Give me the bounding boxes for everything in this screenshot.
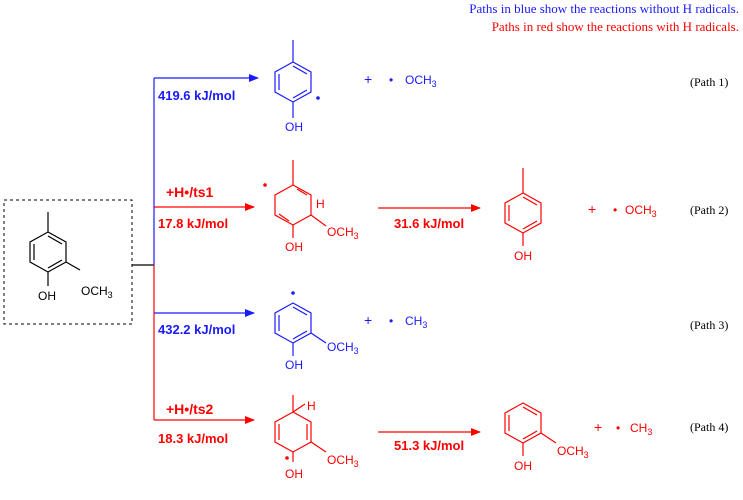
path-2-product-hydroxyl: OH <box>514 249 532 263</box>
path-3-radical-dot <box>291 291 295 295</box>
path-4-product-hydroxyl: OH <box>514 459 532 473</box>
path-4-intermediate-substituent-text: OCH <box>327 453 354 467</box>
path-4-label: (Path 4) <box>690 420 728 434</box>
path-2-intermediate-molecule <box>274 160 327 238</box>
path-2-intermediate-substituent-text: OCH <box>327 225 354 239</box>
path-1-fragment-text: OCH <box>405 73 432 87</box>
path-3-hydroxyl: OH <box>285 358 303 372</box>
path-2-energy-1: 17.8 kJ/mol <box>158 216 228 231</box>
reactant-methoxy-text: OCH <box>81 284 108 298</box>
path-1-product-molecule <box>274 40 312 118</box>
reactant-methoxy-label: OCH3 <box>81 284 113 300</box>
path-4-product-substituent-subscript: 3 <box>584 450 589 460</box>
path-3-energy: 432.2 kJ/mol <box>158 322 235 337</box>
path-2-intermediate-substituent: OCH3 <box>327 225 359 241</box>
path-2-intermediate-radical-dot <box>263 183 267 187</box>
path-4-fragment-dot: • <box>616 421 620 435</box>
path-3-substituent: OCH3 <box>327 340 359 356</box>
path-4-fragment-text: CH <box>630 421 647 435</box>
branch-connector <box>132 78 155 420</box>
path-1-fragment: OCH3 <box>405 73 437 89</box>
path-1-plus: + <box>364 71 372 87</box>
path-2-fragment-dot: • <box>613 203 617 217</box>
path-2: +H•/ts1 17.8 kJ/mol H OCH3 OH 31.6 kJ/mo… <box>154 160 728 263</box>
path-3-fragment-text: CH <box>405 314 422 328</box>
path-4-fragment: CH3 <box>630 421 652 437</box>
path-1: 419.6 kJ/mol OH + • OCH3 (Path 1) <box>154 40 728 134</box>
path-2-intermediate-hydroxyl: OH <box>285 240 303 254</box>
path-1-radical-dot <box>316 96 320 100</box>
reactant-ring <box>29 212 81 286</box>
path-2-intermediate-substituent-subscript: 3 <box>354 231 359 241</box>
path-3-plus: + <box>364 312 372 328</box>
path-2-label: (Path 2) <box>690 203 728 217</box>
legend-red-text: Paths in red show the reactions with H r… <box>492 19 739 34</box>
path-1-label: (Path 1) <box>690 75 728 89</box>
path-1-fragment-dot: • <box>389 73 393 87</box>
legend-blue-text: Paths in blue show the reactions without… <box>469 1 739 16</box>
path-4: +H•/ts2 18.3 kJ/mol H OCH3 OH 51.3 kJ/mo… <box>154 395 728 481</box>
path-3-fragment-subscript: 3 <box>422 320 427 330</box>
path-4-step-label: +H•/ts2 <box>166 401 214 417</box>
path-4-intermediate-substituent-subscript: 3 <box>354 459 359 469</box>
path-4-intermediate-radical-dot <box>285 456 289 460</box>
path-4-product-molecule <box>504 402 557 456</box>
path-2-fragment-text: OCH <box>625 203 652 217</box>
path-4-energy-1: 18.3 kJ/mol <box>158 431 228 446</box>
path-3-fragment: CH3 <box>405 314 427 330</box>
path-2-fragment: OCH3 <box>625 203 657 219</box>
reactant-hydroxyl-label: OH <box>38 289 56 303</box>
path-4-fragment-subscript: 3 <box>647 427 652 437</box>
path-2-step-label: +H•/ts1 <box>166 184 214 200</box>
path-4-product-substituent-text: OCH <box>557 444 584 458</box>
path-3-product-molecule <box>274 302 327 356</box>
reactant-molecule: OCH3 OH <box>3 199 133 325</box>
path-2-intermediate-h-atom: H <box>316 197 325 211</box>
reactant-methoxy-subscript: 3 <box>108 290 113 300</box>
reactant-dashed-box <box>3 199 133 325</box>
path-4-intermediate-substituent: OCH3 <box>327 453 359 469</box>
path-3-substituent-subscript: 3 <box>354 346 359 356</box>
path-3: 432.2 kJ/mol OCH3 OH + • CH3 (Path 3) <box>154 291 728 372</box>
path-2-energy-2: 31.6 kJ/mol <box>394 216 464 231</box>
path-4-intermediate-h-atom: H <box>307 399 316 413</box>
path-4-energy-2: 51.3 kJ/mol <box>394 438 464 453</box>
path-3-substituent-text: OCH <box>327 340 354 354</box>
path-4-intermediate-molecule <box>274 395 327 462</box>
path-3-label: (Path 3) <box>690 318 728 332</box>
path-4-intermediate-hydroxyl: OH <box>285 467 303 481</box>
path-4-plus: + <box>594 419 602 435</box>
path-1-fragment-subscript: 3 <box>432 79 437 89</box>
path-2-product-molecule <box>504 168 542 246</box>
path-1-energy: 419.6 kJ/mol <box>158 88 235 103</box>
path-2-plus: + <box>588 201 596 217</box>
path-1-hydroxyl: OH <box>285 120 303 134</box>
path-3-fragment-dot: • <box>389 314 393 328</box>
path-4-product-substituent: OCH3 <box>557 444 589 460</box>
path-2-fragment-subscript: 3 <box>652 209 657 219</box>
